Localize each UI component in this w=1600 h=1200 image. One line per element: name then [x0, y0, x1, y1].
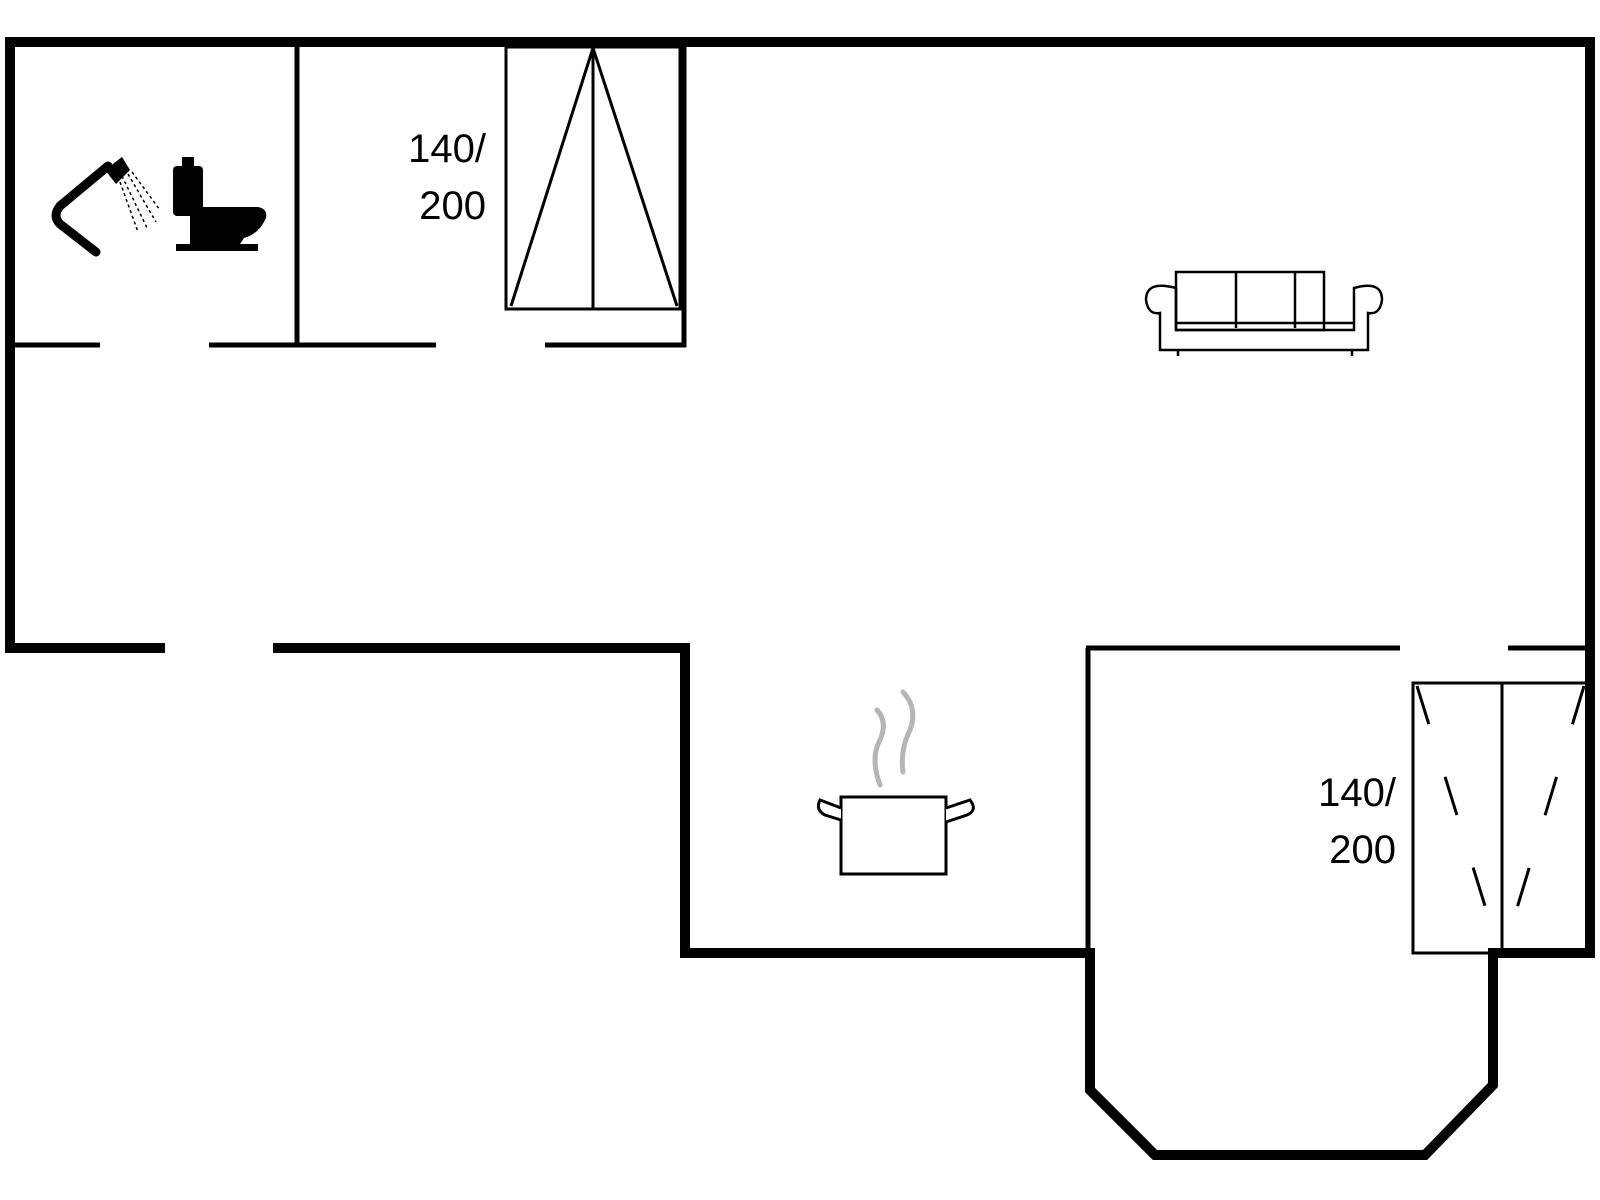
bed-upper-size-line1: 140/ — [408, 127, 487, 171]
outer-walls — [5, 37, 1595, 1160]
shower-icon — [51, 157, 161, 257]
toilet-icon — [173, 157, 267, 251]
bed-upper-size-line2: 200 — [419, 184, 486, 228]
cooking-pot-icon — [816, 689, 975, 876]
interior-walls — [14, 45, 1588, 950]
bed-frame — [1411, 681, 1589, 955]
sofa-icon — [1144, 270, 1384, 356]
outer-wall-main — [5, 37, 1595, 1160]
bed-lower — [1411, 681, 1589, 955]
bed-line — [591, 47, 679, 307]
bed-dashed-lines — [1415, 685, 1586, 949]
bed-lower-size-line1: 140/ — [1318, 771, 1397, 815]
bed-lower-size-line2: 200 — [1329, 828, 1396, 872]
bed-line — [509, 47, 595, 307]
bed-upper — [504, 45, 682, 311]
